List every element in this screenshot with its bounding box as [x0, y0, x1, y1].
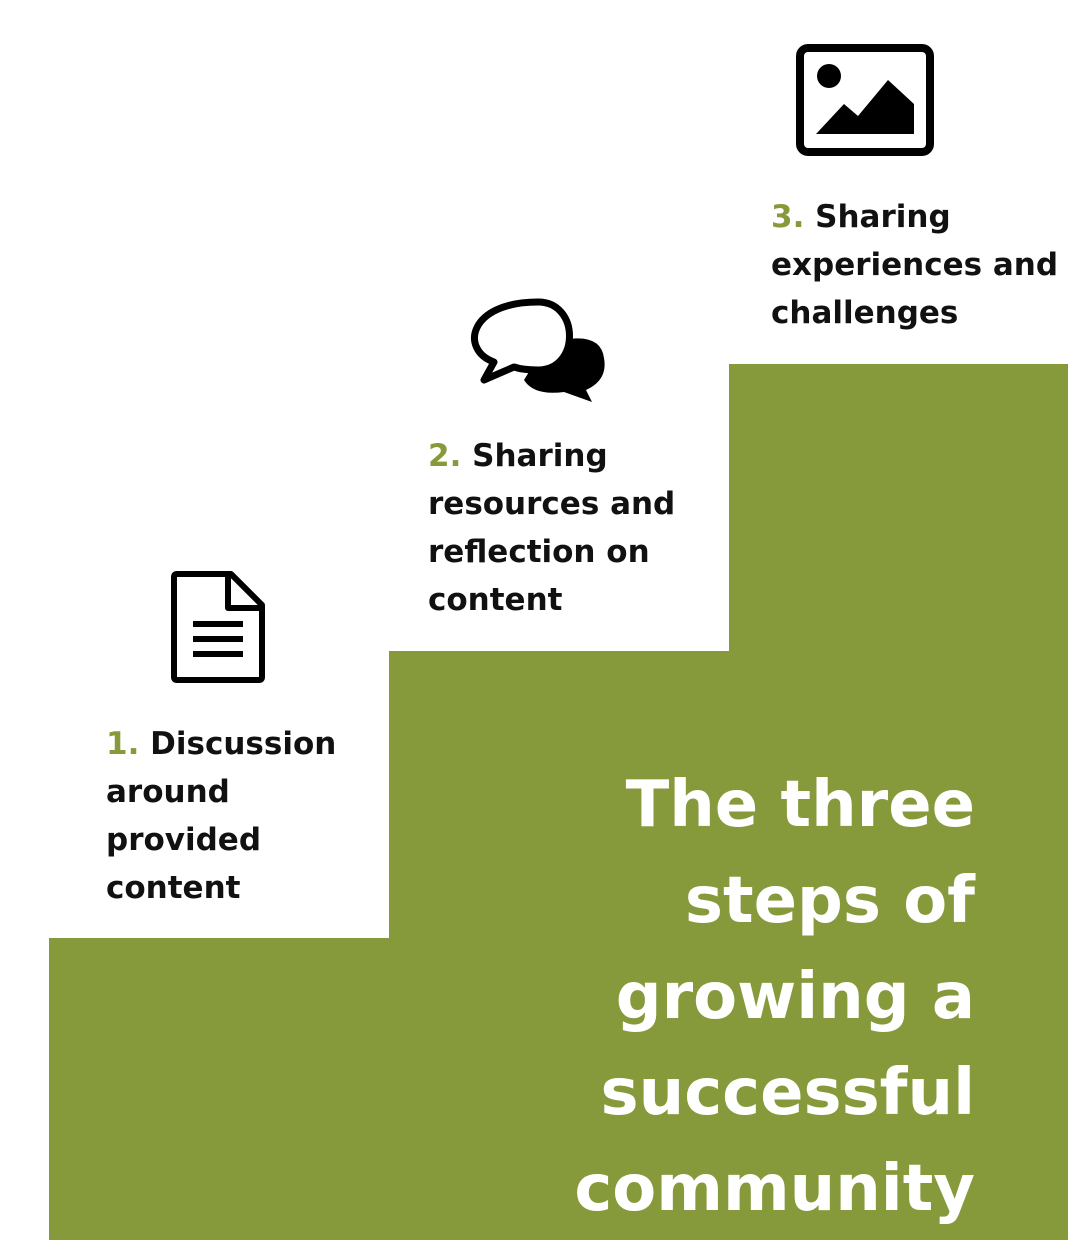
headline: The three steps of growing a successful …: [574, 768, 975, 1226]
step-1-number: 1.: [106, 726, 140, 762]
step-2-number: 2.: [428, 438, 462, 474]
step-3-number: 3.: [771, 199, 805, 235]
step-1-text: Discussion around provided content: [106, 726, 337, 906]
step-3-label: 3. Sharing experiences and challenges: [771, 193, 1076, 337]
step-2-text: Sharing resources and reflection on cont…: [428, 438, 676, 618]
step-3-text: Sharing experiences and challenges: [771, 199, 1059, 331]
step-2-label: 2. Sharing resources and reflection on c…: [428, 432, 718, 624]
speech-bubbles-icon: [468, 294, 610, 406]
image-icon: [796, 44, 934, 156]
staircase-steps: [49, 364, 1068, 1240]
document-icon: [171, 571, 265, 683]
step-1-label: 1. Discussion around provided content: [106, 720, 376, 912]
